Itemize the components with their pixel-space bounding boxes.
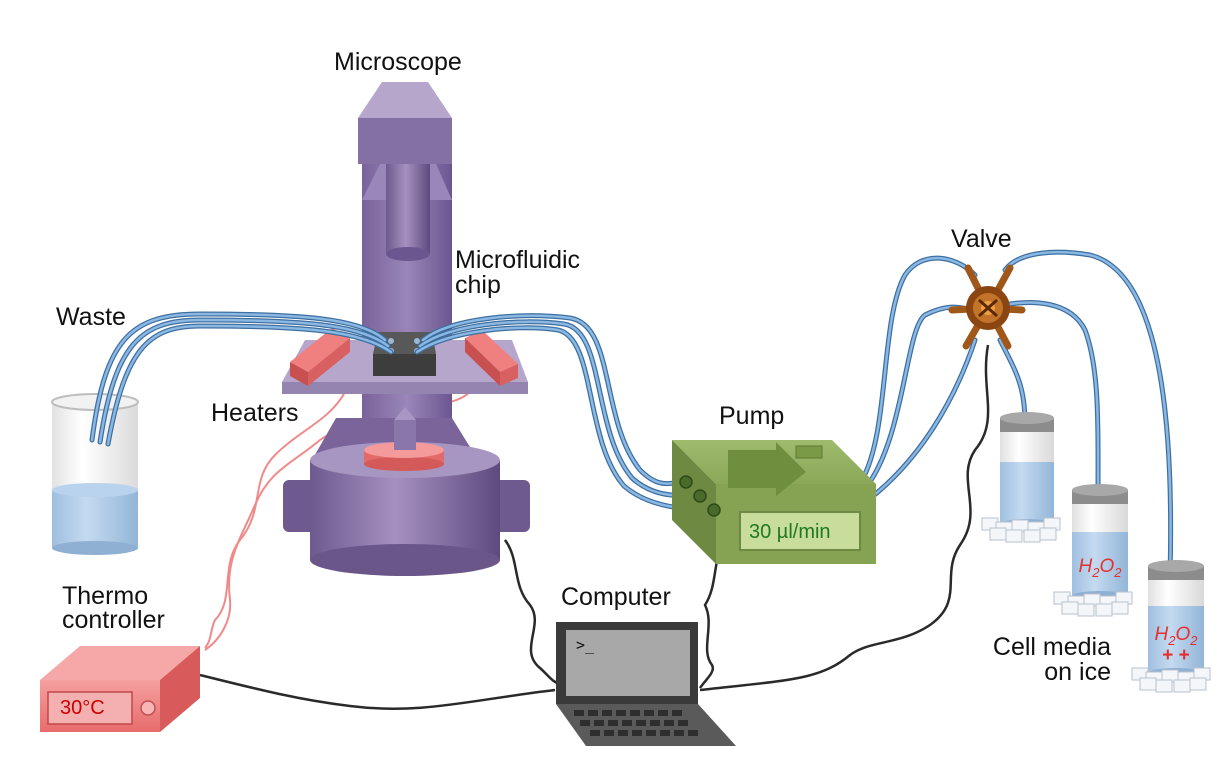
heaters-label: Heaters: [211, 399, 299, 427]
thermo-controller-label-line2: controller: [62, 606, 165, 634]
heater-bars: [290, 328, 518, 386]
valve-label: Valve: [951, 225, 1012, 253]
microfluidic-chip-label-line1: Microfluidic: [455, 246, 581, 274]
computer-label: Computer: [561, 583, 671, 611]
tubing: [89, 249, 1174, 578]
pump: [672, 440, 876, 564]
media-tube-1: [981, 412, 1061, 543]
thermo-temperature-display: 30°C: [60, 697, 105, 719]
terminal-prompt: >_: [576, 636, 595, 654]
thermo-controller: [40, 646, 200, 732]
tube2-h2o2-label: H2O2: [1078, 556, 1122, 580]
pump-label: Pump: [719, 402, 785, 430]
pump-rate-display: 30 µl/min: [749, 521, 831, 543]
tube3-h2o2-label: H2O2: [1154, 624, 1198, 648]
waste-label: Waste: [56, 303, 126, 331]
waste-beaker: [51, 393, 139, 555]
media-tube-3: [1131, 560, 1211, 693]
microscope-label: Microscope: [334, 48, 462, 76]
microfluidic-chip-label-line2: chip: [455, 271, 501, 299]
laptop: [556, 622, 736, 746]
data-cables: [199, 344, 990, 711]
valve: [948, 264, 1026, 350]
cell-media-label-line2: on ice: [1044, 658, 1111, 686]
cell-media-label-line1: Cell media: [992, 633, 1111, 661]
tube3-extra-label: + +: [1162, 645, 1190, 666]
media-tube-2: [1053, 484, 1133, 617]
thermo-controller-label-line1: Thermo: [62, 582, 149, 610]
